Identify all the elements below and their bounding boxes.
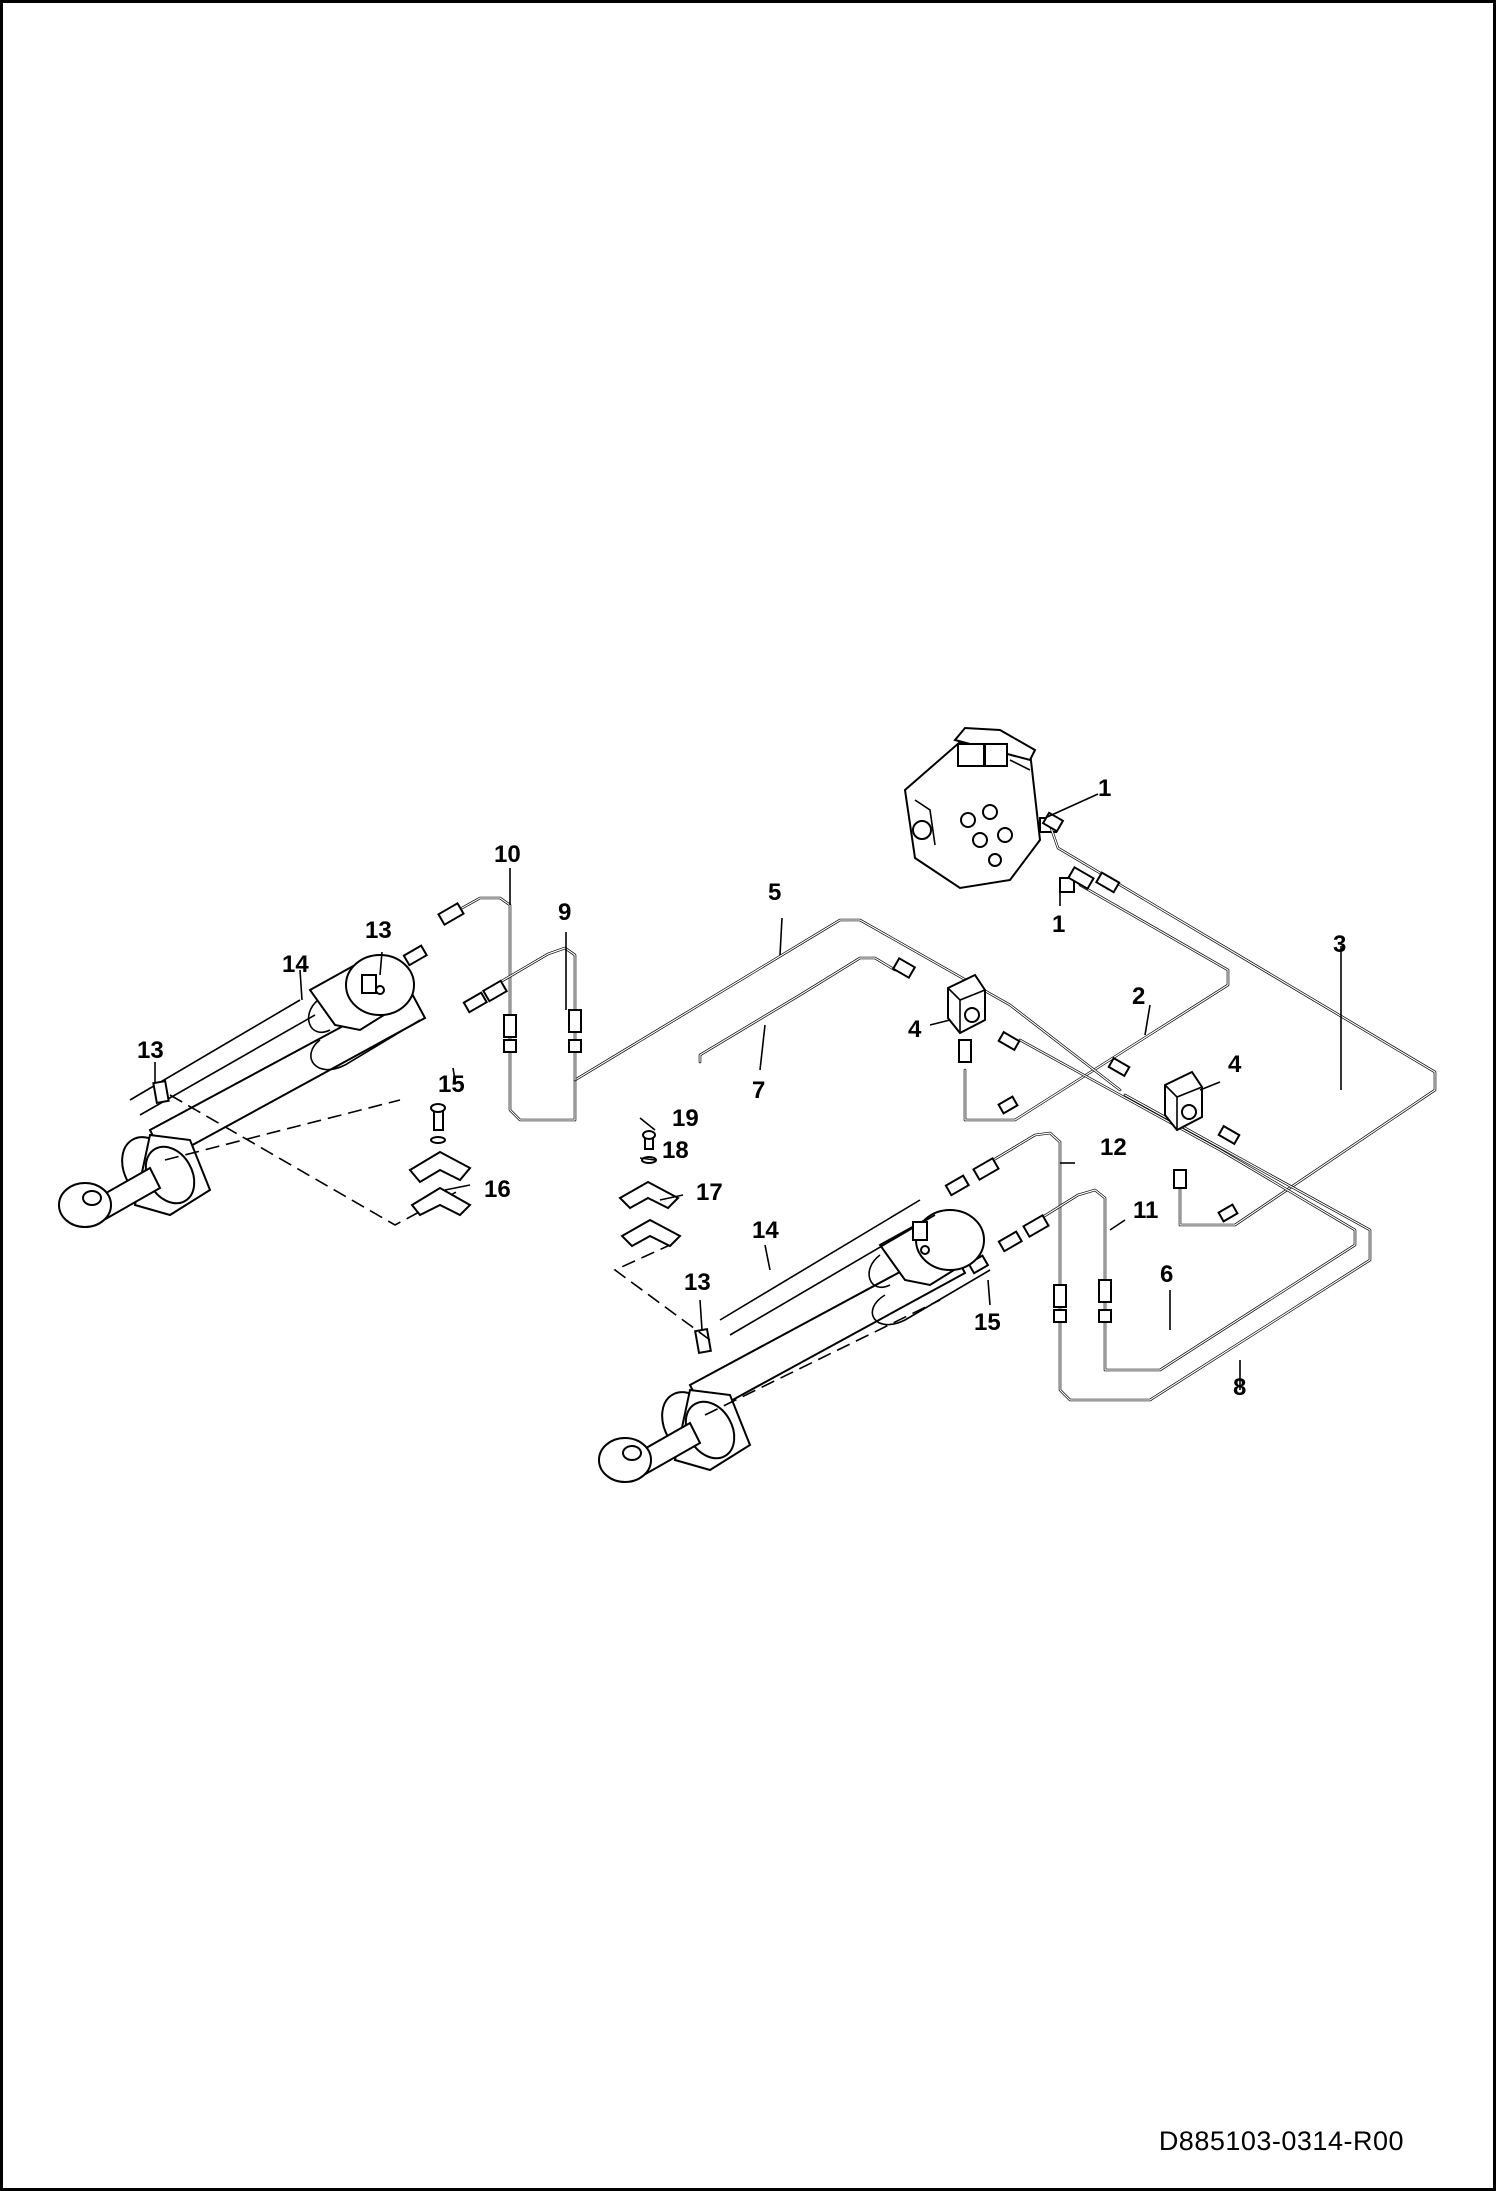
leader-lines <box>154 793 1342 1390</box>
callout-4-left: 4 <box>908 1016 922 1043</box>
relief-valve-left <box>947 973 986 1035</box>
callout-labels: 1 1 2 3 4 4 5 6 7 8 9 10 11 12 13 13 13 … <box>137 775 1346 1401</box>
pipe-7 <box>698 956 897 1064</box>
callout-16: 16 <box>484 1176 511 1203</box>
callout-2: 2 <box>1132 983 1145 1010</box>
callout-14-right: 14 <box>752 1217 779 1244</box>
clamp-17 <box>618 1130 682 1248</box>
callout-9: 9 <box>558 899 571 926</box>
callout-1-lower: 1 <box>1052 911 1065 938</box>
callout-10: 10 <box>494 841 521 868</box>
drawing-number: D885103-0314-R00 <box>1158 2126 1404 2156</box>
pipe-8 <box>1058 1093 1372 1402</box>
pipe-10 <box>453 896 512 1052</box>
assembly-line-right <box>613 1244 941 1416</box>
callout-13-top: 13 <box>365 917 392 944</box>
callout-12: 12 <box>1100 1134 1127 1161</box>
callout-19: 19 <box>672 1105 699 1132</box>
assembly-line-left <box>164 1094 461 1226</box>
callout-6: 6 <box>1160 1261 1173 1288</box>
control-valve <box>903 726 1075 893</box>
pipe-6 <box>1018 1038 1357 1372</box>
fittings <box>402 811 1241 1323</box>
callout-17: 17 <box>696 1179 723 1206</box>
callout-5: 5 <box>768 879 781 906</box>
callout-14-left: 14 <box>282 951 309 978</box>
relief-valve-right <box>1164 1070 1203 1132</box>
cylinder-left <box>58 954 427 1228</box>
clamp-16 <box>408 1103 472 1217</box>
callout-15-right: 15 <box>974 1309 1001 1336</box>
callout-1-upper: 1 <box>1098 775 1111 802</box>
callout-13-right: 13 <box>684 1269 711 1296</box>
cylinder-right <box>598 1199 991 1483</box>
callout-13-left: 13 <box>137 1037 164 1064</box>
pipe-11 <box>1028 1188 1107 1312</box>
pipe-3 <box>1048 823 1437 1227</box>
callout-3: 3 <box>1333 931 1346 958</box>
callout-4-right: 4 <box>1228 1051 1242 1078</box>
callout-8: 8 <box>1233 1374 1246 1401</box>
pipe-2 <box>963 883 1230 1122</box>
pipe-9 <box>488 946 577 1082</box>
pipe-5 <box>508 918 1122 1122</box>
pipe-12 <box>978 1131 1062 1322</box>
callout-18: 18 <box>662 1137 689 1164</box>
callout-7: 7 <box>752 1077 765 1104</box>
callout-11: 11 <box>1133 1197 1158 1224</box>
callout-15-left: 15 <box>438 1071 465 1098</box>
